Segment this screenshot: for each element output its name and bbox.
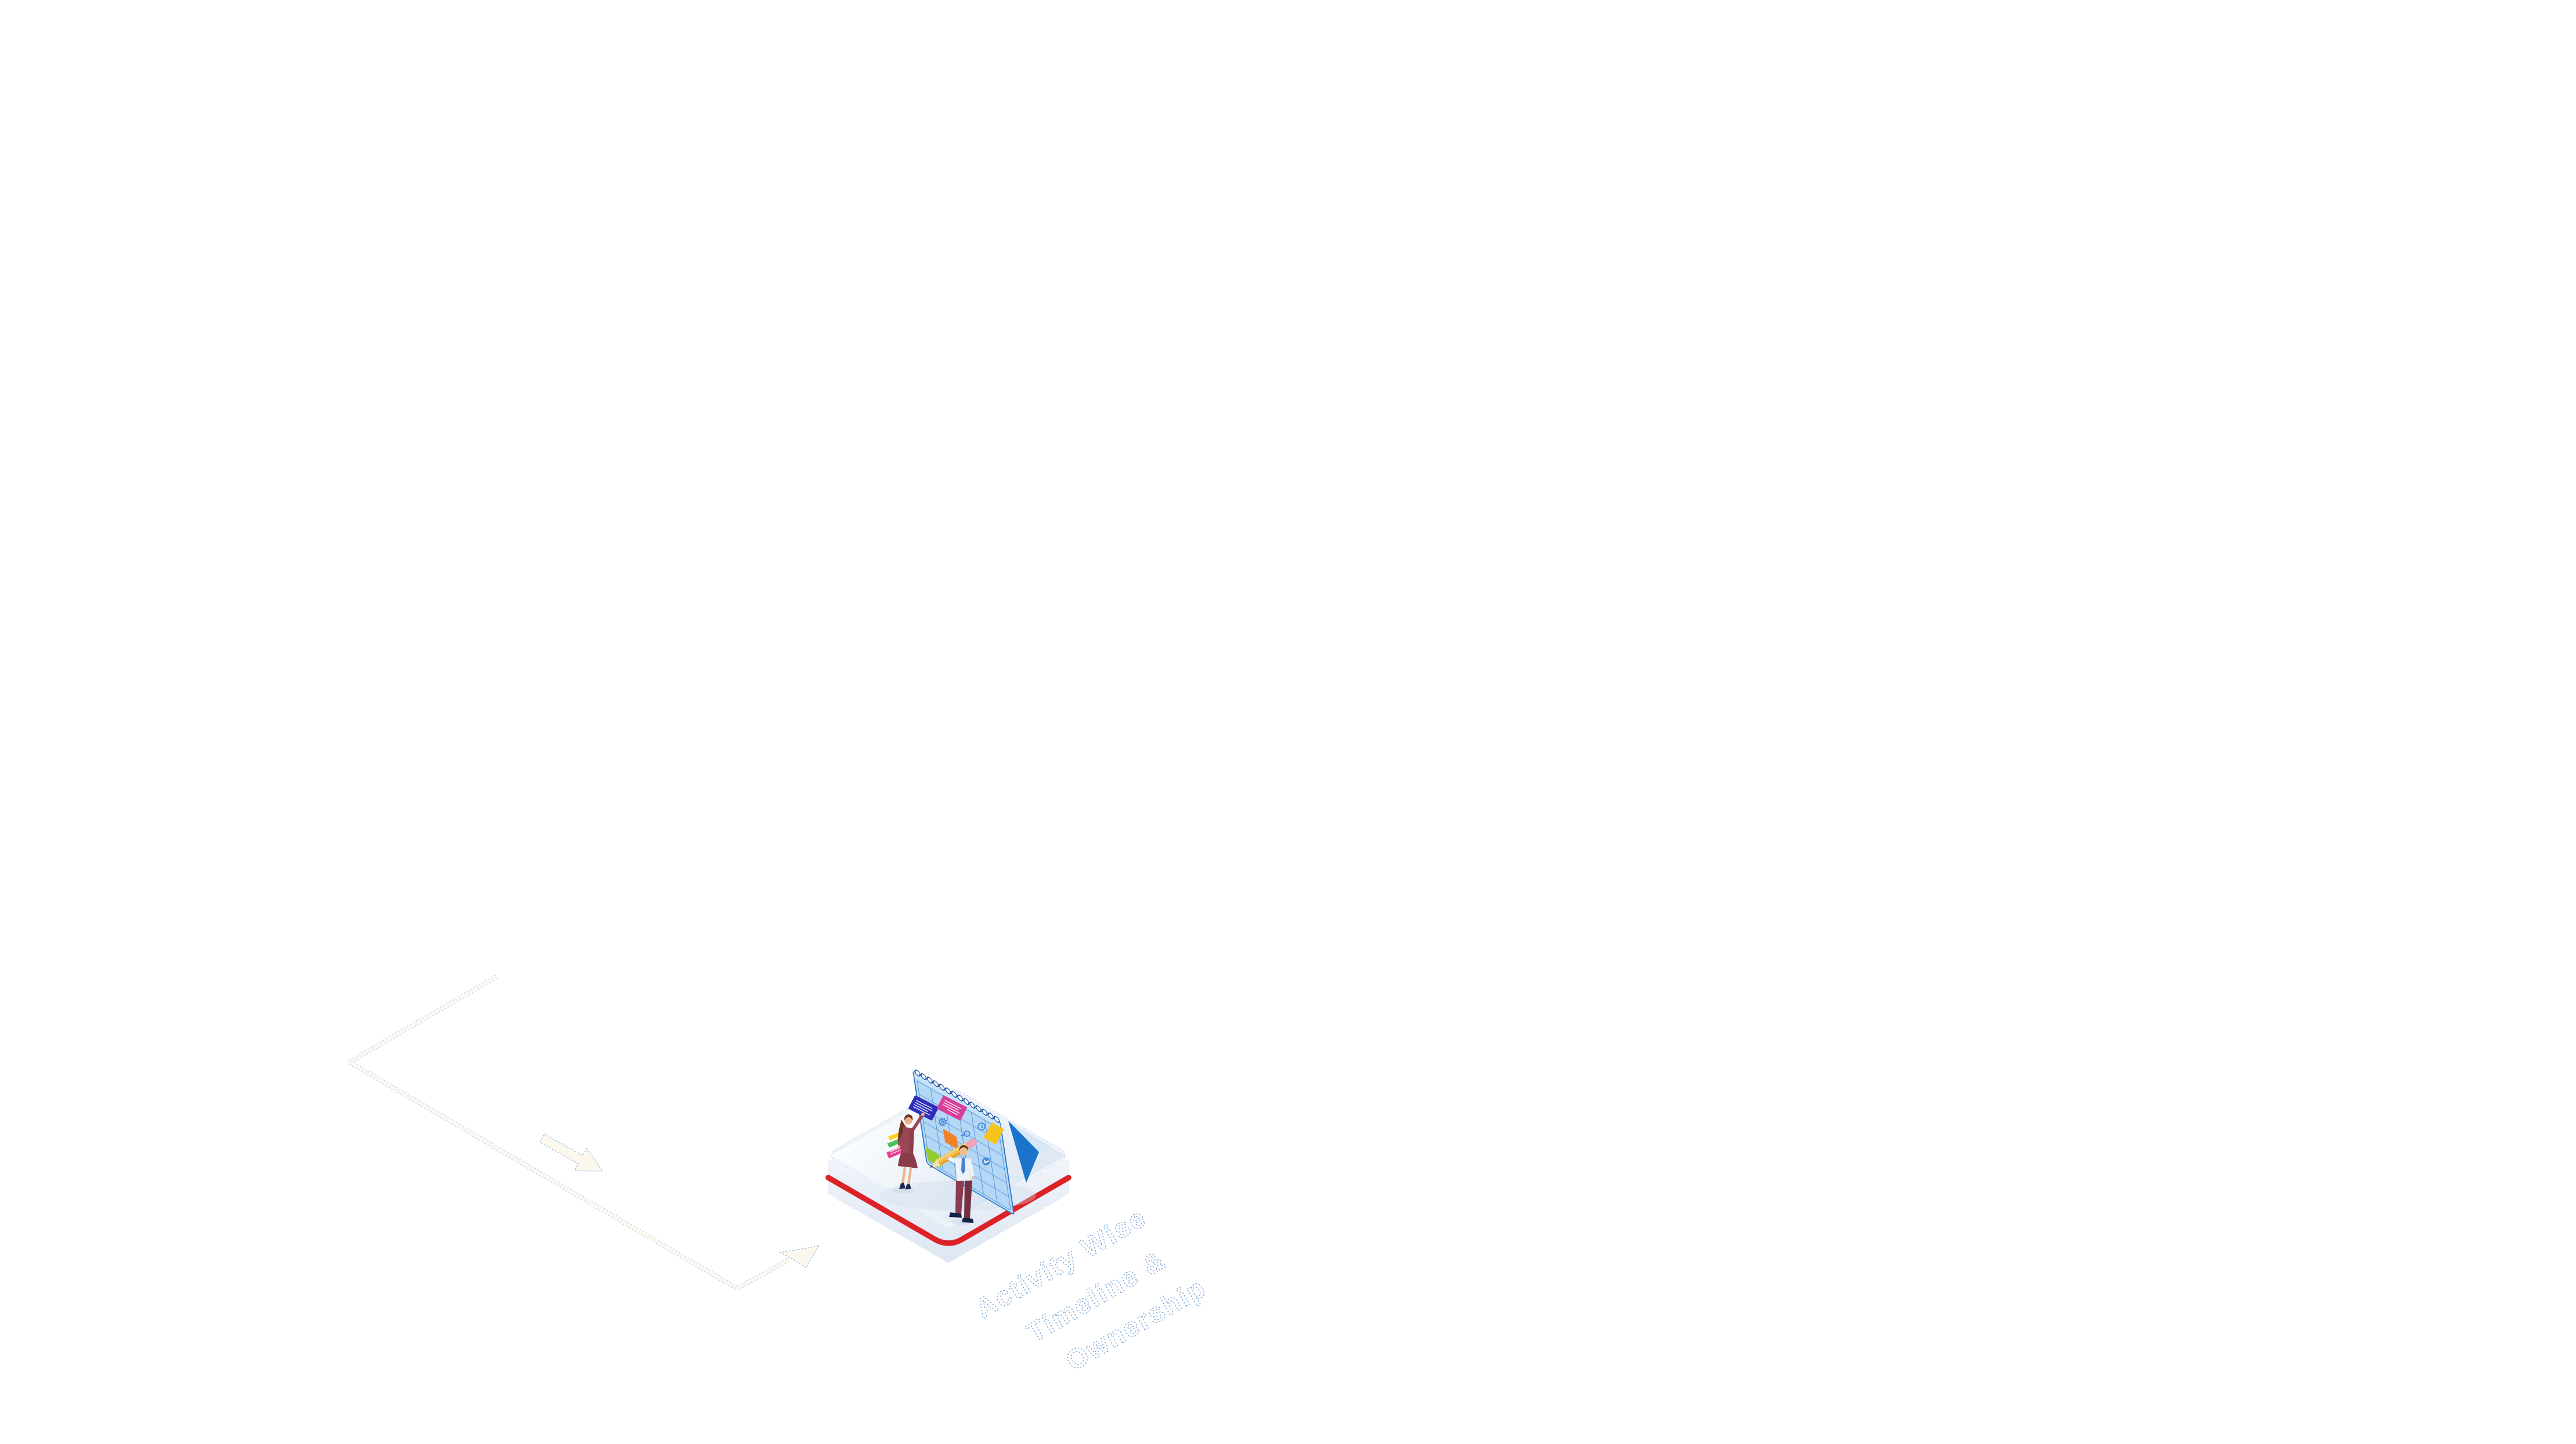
- woman-arm-down: [898, 1132, 906, 1147]
- gear-icon: [938, 1117, 947, 1127]
- desk-calendar: [879, 1069, 1051, 1215]
- man-tie: [961, 1158, 965, 1174]
- platform-red-stripe: [825, 1175, 1071, 1246]
- magnifier-icon: [961, 1130, 970, 1137]
- note-pink: [937, 1095, 967, 1121]
- man-leg-right: [964, 1180, 972, 1219]
- flow-arrow-path: [345, 974, 820, 1291]
- woman-skirt: [898, 1153, 918, 1168]
- man-leg-left: [955, 1179, 964, 1214]
- man-hand-left: [945, 1155, 950, 1160]
- man-arm-left: [946, 1156, 960, 1164]
- sticky-yellow: [983, 1122, 1004, 1145]
- man-hair: [959, 1145, 968, 1151]
- pencil-tip: [930, 1165, 933, 1168]
- man-shoe-right: [962, 1218, 973, 1223]
- note-indigo: [908, 1095, 939, 1121]
- woman-leg-right: [907, 1167, 912, 1187]
- man-head: [959, 1147, 968, 1156]
- woman-presenting: [886, 1113, 925, 1193]
- woman-hand-lower: [897, 1145, 901, 1149]
- man-hand-right: [971, 1176, 975, 1179]
- calendar-stand: [1008, 1121, 1039, 1183]
- flow-arrowhead-end-icon: [778, 1245, 820, 1269]
- man-with-pencil: [930, 1139, 977, 1225]
- woman-head: [904, 1117, 912, 1125]
- pencil-eraser: [966, 1139, 977, 1148]
- cell-orange: [943, 1128, 959, 1150]
- woman-hair-top: [904, 1114, 913, 1121]
- check-icon: [982, 1157, 990, 1165]
- flow-arrow-band: [346, 975, 791, 1291]
- woman-shoe-left: [899, 1182, 905, 1189]
- flow-arrow-mid-icon: [539, 1133, 604, 1172]
- woman-hand: [921, 1113, 925, 1116]
- clock-icon: [977, 1122, 986, 1131]
- man-shoe-left: [949, 1212, 962, 1218]
- woman-shoe-right: [905, 1183, 911, 1190]
- woman-torso-shade: [909, 1128, 914, 1155]
- pencil-wood: [930, 1159, 941, 1168]
- spiral-binding: [914, 1069, 1000, 1123]
- woman-leg-left: [901, 1166, 907, 1186]
- calendar-back-page: [1008, 1121, 1051, 1155]
- man-arm-right: [968, 1160, 974, 1177]
